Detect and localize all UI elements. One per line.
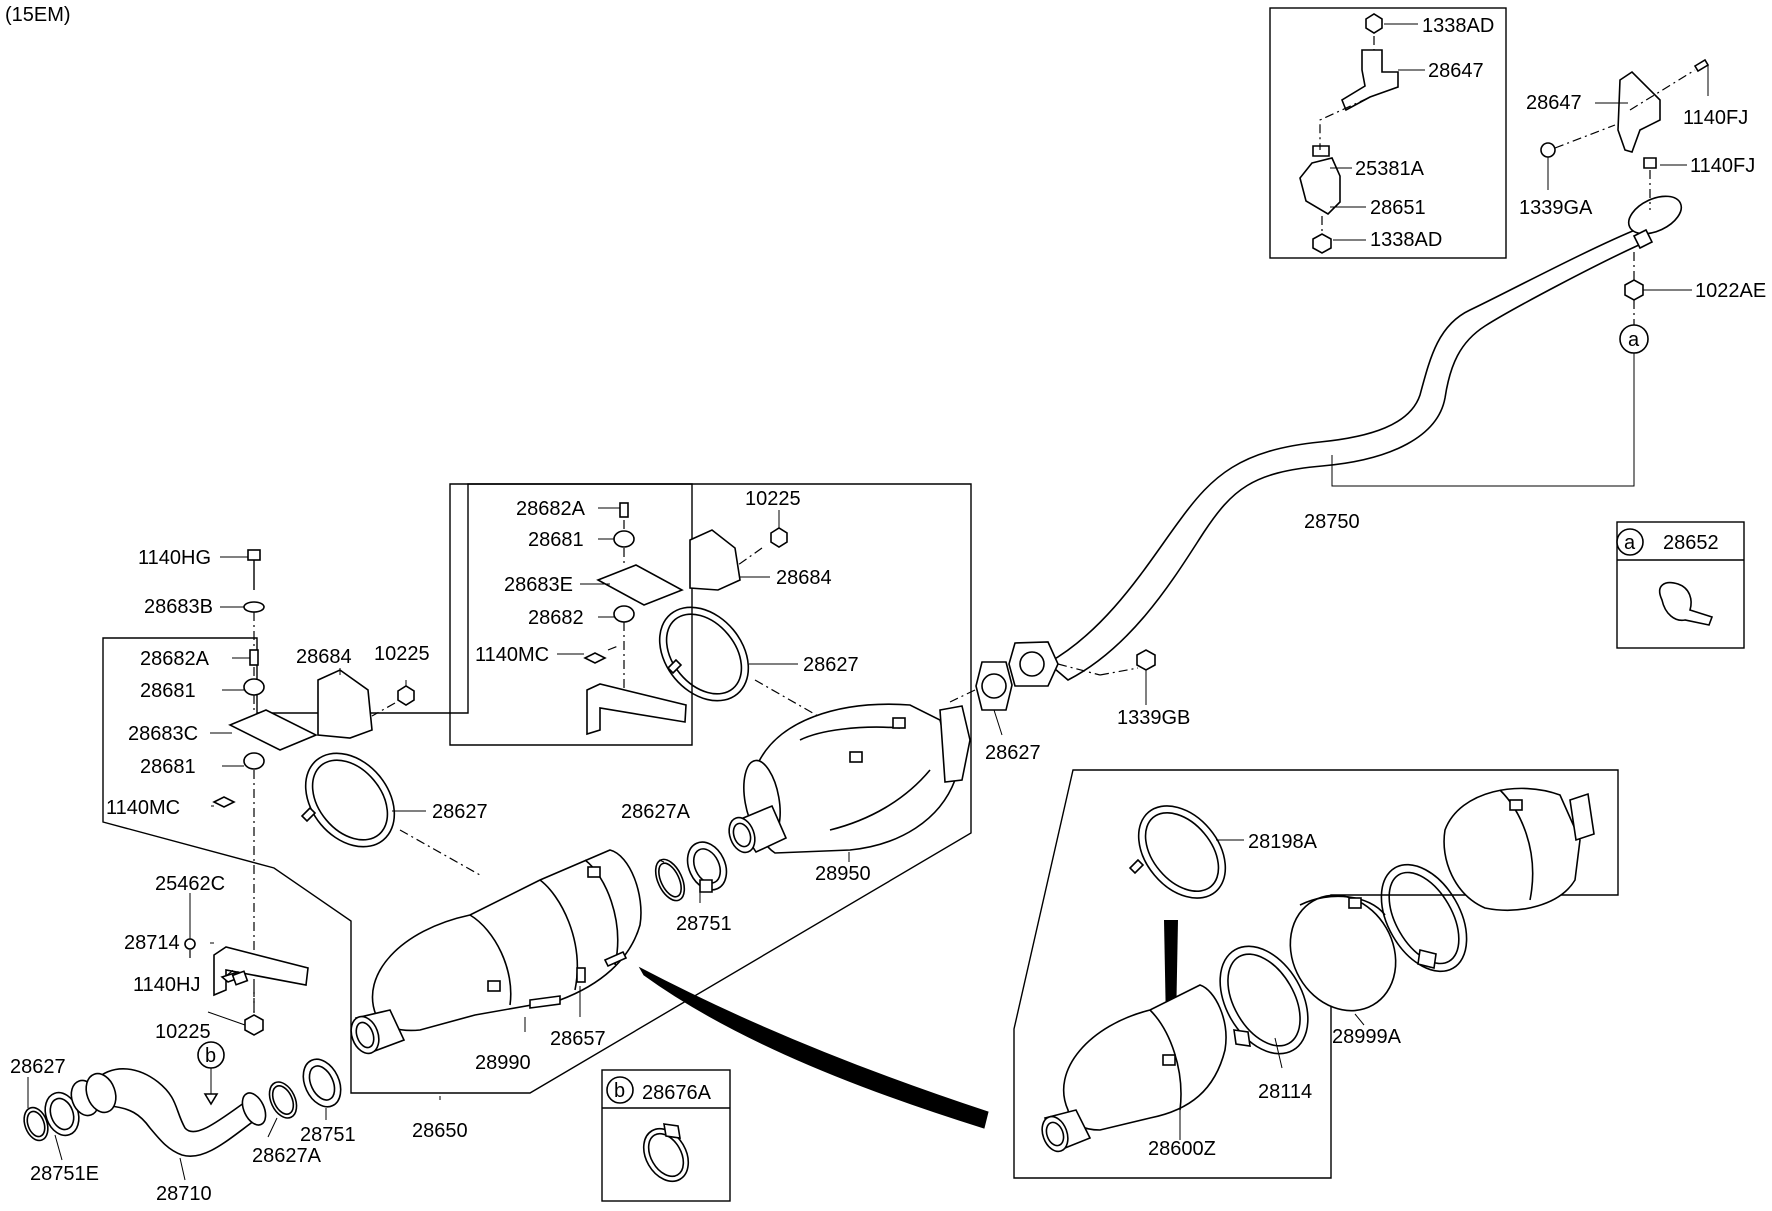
part-label: 28710 [156,1183,212,1205]
part-label: 1338AD [1370,229,1442,251]
legend-box-a [1616,521,1745,649]
callout-a-pipe-circle [1619,324,1649,354]
part-label: 1140HG [138,547,211,569]
part-label: 28683C [128,723,198,745]
part-label: 10225 [374,643,430,665]
diagram-code: (15EM) [5,4,71,26]
part-label: 28647 [1428,60,1484,82]
dpf-28990 [350,849,642,1055]
callout-a-pipe: a [1628,329,1640,351]
part-label: 28684 [776,567,832,589]
clamp-28652-icon [1658,581,1714,626]
callout-a-box: a [1624,532,1636,554]
part-label: 28657 [550,1028,606,1050]
part-label: 28990 [475,1052,531,1074]
part-label: 28627 [803,654,859,676]
part-label: 28676A [642,1082,712,1104]
part-label: 28683B [144,596,213,618]
mid-bracket-frame [449,483,693,746]
part-label: 25462C [155,873,225,895]
part-label: 28198A [1248,831,1318,853]
part-label: 28950 [815,863,871,885]
hanger-detail [1299,13,1399,254]
part-label: 28751E [30,1163,99,1185]
part-label: 1022AE [1695,280,1766,302]
part-label: 28627 [10,1056,66,1078]
part-label: 28714 [124,932,180,954]
clamp-28676a-icon [642,1123,690,1183]
part-label: 10225 [745,488,801,510]
part-label: 28627A [621,801,691,823]
part-label: 28682A [140,648,210,670]
doc-catalyst-28950 [728,703,971,854]
part-label: 28750 [1304,511,1360,533]
part-label: 10225 [155,1021,211,1043]
callout-b-pipe: b [205,1045,216,1067]
exhaust-pipe-28750 [1008,195,1683,687]
part-label: 28999A [1332,1026,1402,1048]
part-label: 28682 [528,607,584,629]
legend-box-b [601,1069,731,1202]
clamp-28627-mid [658,606,826,721]
part-label: 1339GA [1519,197,1593,219]
bracket-28714 [184,938,309,1036]
catalyst-28999a [1289,894,1397,1012]
part-label: 1140MC [475,644,549,666]
exploded-view-arrow [638,966,989,1129]
part-label: 28627A [252,1145,322,1167]
pipe-hanger-28647 [1540,58,1710,325]
part-label: 28681 [140,756,196,778]
part-label: 28647 [1526,92,1582,114]
clamp-28751-mid [686,841,728,893]
part-label: 28751 [676,913,732,935]
part-label: 28751 [300,1124,356,1146]
front-pipe-28710 [23,1058,342,1158]
dpf-28600z [1041,984,1227,1153]
part-label: 1140MC [106,797,180,819]
part-label: 1339GB [1117,707,1190,729]
clamp-28999a-ring [1380,863,1468,973]
flange-gasket-28627 [949,649,1156,711]
callout-b-box: b [614,1080,625,1102]
clamp-28114 [1219,945,1309,1055]
left-bracket-assembly [212,549,415,1015]
part-label: 28114 [1258,1081,1312,1103]
part-label: 1140FJ [1690,155,1755,177]
part-label: 25381A [1355,158,1425,180]
part-label: 28627 [985,742,1041,764]
part-label: 28682A [516,498,586,520]
clamp-28627-left [300,752,481,876]
part-label: 28652 [1663,532,1719,554]
part-label: 28627 [432,801,488,823]
hanger-detail-box [1269,7,1507,259]
part-label: 1140FJ [1683,107,1748,129]
clamp-28198a [1128,805,1227,899]
part-label: 28684 [296,646,352,668]
part-label: 28683E [504,574,573,596]
mid-bracket-assembly [583,502,788,736]
part-label: 1338AD [1422,15,1494,37]
part-label: 28651 [1370,197,1426,219]
part-label: 28600Z [1148,1138,1216,1160]
part-label: 1140HJ [133,974,200,996]
part-label: 28681 [140,680,196,702]
part-label: 28681 [528,529,584,551]
dpf-exploded-frame [1013,769,1619,1179]
gasket-28627a-mid [654,858,686,902]
dpf-rear-housing [1443,787,1595,911]
part-label: 28650 [412,1120,468,1142]
